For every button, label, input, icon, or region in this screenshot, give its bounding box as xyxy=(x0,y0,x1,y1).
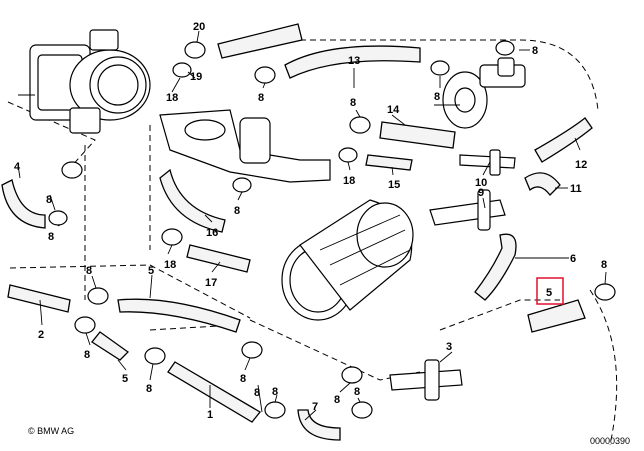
label-8: 8 xyxy=(240,373,246,385)
label-8: 8 xyxy=(258,92,264,104)
label-18: 18 xyxy=(343,175,355,187)
intake-manifold xyxy=(159,109,331,183)
label-5-highlighted: 5 xyxy=(546,287,552,299)
label-8: 8 xyxy=(48,231,54,243)
label-10: 10 xyxy=(475,177,487,189)
label-8: 8 xyxy=(334,394,340,406)
hose-11 xyxy=(524,172,561,196)
label-9: 9 xyxy=(478,187,484,199)
hose-15 xyxy=(365,154,413,171)
label-11: 11 xyxy=(570,183,582,195)
label-12: 12 xyxy=(575,159,587,171)
highlight-box xyxy=(536,277,564,305)
tee-pieces xyxy=(389,149,516,401)
label-16: 16 xyxy=(206,227,218,239)
label-8: 8 xyxy=(601,259,607,271)
label-5: 5 xyxy=(148,265,154,277)
label-8: 8 xyxy=(254,387,260,399)
label-8: 8 xyxy=(234,205,240,217)
label-13: 13 xyxy=(348,55,360,67)
hoses xyxy=(1,23,593,441)
label-8: 8 xyxy=(354,386,360,398)
label-8: 8 xyxy=(86,265,92,277)
label-5: 5 xyxy=(122,373,128,385)
throttle-body xyxy=(18,29,151,134)
pipe-2 xyxy=(7,284,71,313)
hose-16 xyxy=(159,168,226,233)
label-20: 20 xyxy=(193,21,205,33)
label-8: 8 xyxy=(146,383,152,395)
hose-5-top xyxy=(117,298,241,333)
label-18: 18 xyxy=(164,259,176,271)
leader-lines xyxy=(17,30,607,421)
label-8: 8 xyxy=(46,194,52,206)
label-8: 8 xyxy=(272,386,278,398)
label-3: 3 xyxy=(446,341,452,353)
hose-4 xyxy=(1,179,46,229)
label-8: 8 xyxy=(350,97,356,109)
label-4: 4 xyxy=(14,161,21,173)
label-7: 7 xyxy=(312,401,318,413)
hose-17 xyxy=(186,244,251,273)
intake-boot xyxy=(281,199,414,321)
label-1: 1 xyxy=(207,409,213,421)
hose-20 xyxy=(217,23,303,59)
label-8: 8 xyxy=(84,349,90,361)
hose-5-bottom xyxy=(91,331,130,361)
hose-13 xyxy=(284,45,421,79)
copyright-text: © BMW AG xyxy=(28,426,74,436)
pipe-1 xyxy=(167,361,261,423)
valve-assembly xyxy=(442,57,526,129)
hose-5-highlighted xyxy=(527,299,586,333)
label-6: 6 xyxy=(570,253,576,265)
label-19: 19 xyxy=(190,71,202,83)
label-14: 14 xyxy=(387,104,400,116)
label-18: 18 xyxy=(166,92,178,104)
hose-6 xyxy=(474,233,517,301)
label-15: 15 xyxy=(388,179,400,191)
reference-number: 00000390 xyxy=(590,436,630,446)
label-8: 8 xyxy=(434,91,440,103)
label-2: 2 xyxy=(38,329,44,341)
label-17: 17 xyxy=(205,277,217,289)
hose-14 xyxy=(379,121,456,149)
hose-7 xyxy=(297,409,341,441)
label-8: 8 xyxy=(532,45,538,57)
part-labels: 20 19 18 8 13 8 8 8 14 18 15 10 12 11 9 … xyxy=(14,21,607,421)
hose-12 xyxy=(534,117,593,163)
